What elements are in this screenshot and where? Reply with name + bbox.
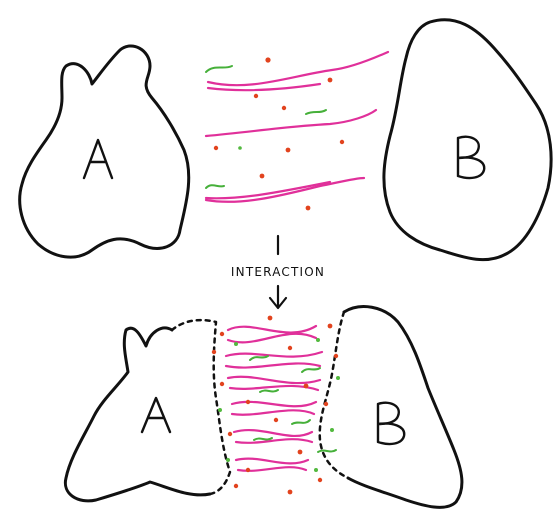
particle-red [246, 400, 250, 404]
letter-b-bottom: B [378, 403, 404, 444]
green-strand-bottom-2 [302, 368, 320, 372]
strand-bottom-5 [228, 377, 320, 383]
strand-bottom-1 [228, 326, 316, 333]
particle-green [330, 428, 334, 432]
cell-a-outline-top [20, 46, 189, 257]
green-strand-bottom-3 [260, 390, 278, 392]
particle-red [212, 350, 216, 354]
particle-red [234, 484, 238, 488]
particle-red [288, 490, 293, 495]
particle-red [334, 354, 338, 358]
strand-bottom-2 [228, 334, 316, 343]
cell-b-contact-edge [320, 312, 348, 478]
strand-bottom-9 [234, 430, 312, 436]
letter-b-top-label: B [465, 157, 474, 171]
particle-green [336, 376, 340, 380]
cell-a-outline-bottom [65, 328, 210, 501]
cell-a-contact-edge [172, 320, 230, 494]
green-strand-top-2 [306, 110, 326, 114]
strand-bottom-7 [232, 402, 316, 406]
particle-red [282, 106, 286, 110]
green-strand-top-3 [206, 185, 224, 188]
particle-green [218, 408, 222, 412]
particle-green [314, 468, 318, 472]
top-panel: A B [20, 20, 551, 260]
particle-red [246, 468, 250, 472]
particle-red [304, 384, 309, 389]
arrow-down-icon [270, 286, 286, 308]
particle-red [220, 382, 224, 386]
particle-red [306, 206, 311, 211]
particle-red [288, 346, 292, 350]
particle-red [328, 78, 333, 83]
letter-a-bottom-label: A [151, 413, 160, 427]
green-strand-bottom-6 [318, 450, 336, 452]
particle-red [260, 174, 265, 179]
particle-green [226, 458, 230, 462]
particle-red [220, 332, 224, 336]
strand-top-3 [206, 110, 376, 136]
interaction-label: INTERACTION [231, 265, 325, 279]
letter-b-top: B [458, 137, 484, 178]
letter-a-top-label: A [93, 157, 102, 171]
particle-red [265, 57, 270, 62]
letter-a-bottom: A [142, 398, 170, 432]
particle-red [328, 324, 333, 329]
particle-red [214, 146, 218, 150]
particle-red [298, 450, 303, 455]
bottom-panel: A B [65, 307, 462, 508]
particle-red [268, 316, 273, 321]
particle-red [228, 432, 232, 436]
strand-top-5 [206, 182, 330, 198]
green-strand-bottom-5 [254, 438, 272, 440]
particle-green [234, 342, 238, 346]
strand-top-1 [208, 52, 388, 85]
particle-green [238, 146, 242, 150]
cell-b-outline-bottom [344, 307, 462, 508]
particle-red [254, 94, 258, 98]
particle-red [340, 140, 344, 144]
strand-bottom-8 [232, 410, 314, 414]
letter-b-bottom-label: B [385, 419, 394, 433]
particle-red [324, 402, 328, 406]
particle-red [274, 418, 278, 422]
green-strand-bottom-1 [250, 356, 268, 360]
particle-red [286, 148, 291, 153]
interaction-transition: INTERACTION [231, 236, 325, 308]
green-strand-bottom-4 [292, 420, 310, 424]
strand-bottom-4 [226, 363, 320, 367]
particle-red [318, 478, 322, 482]
strand-bottom-11 [236, 459, 308, 464]
particle-green [316, 338, 320, 342]
strand-bottom-3 [226, 352, 322, 357]
green-strand-top-1 [206, 66, 232, 72]
cell-b-outline-top [384, 20, 551, 260]
strand-bottom-10 [236, 439, 312, 443]
letter-a-top: A [84, 140, 112, 178]
